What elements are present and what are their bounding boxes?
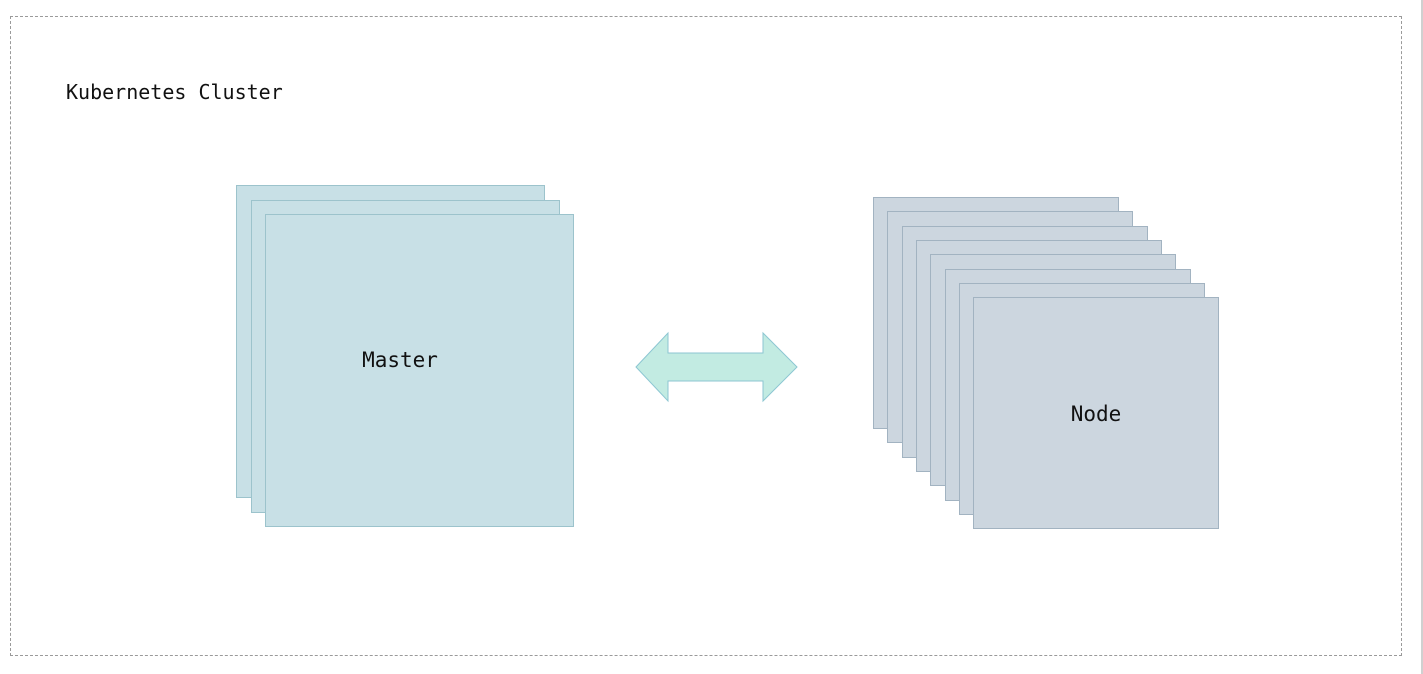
cluster-boundary (10, 16, 1402, 656)
node-label: Node (1070, 402, 1122, 426)
right-edge-border (1421, 0, 1423, 674)
bidirectional-arrow (635, 331, 798, 403)
node-card-8 (973, 297, 1220, 530)
bidirectional-arrow-shape (635, 331, 798, 403)
master-label: Master (362, 348, 438, 372)
cluster-title: Kubernetes Cluster (66, 80, 283, 104)
master-card-3 (265, 214, 574, 527)
